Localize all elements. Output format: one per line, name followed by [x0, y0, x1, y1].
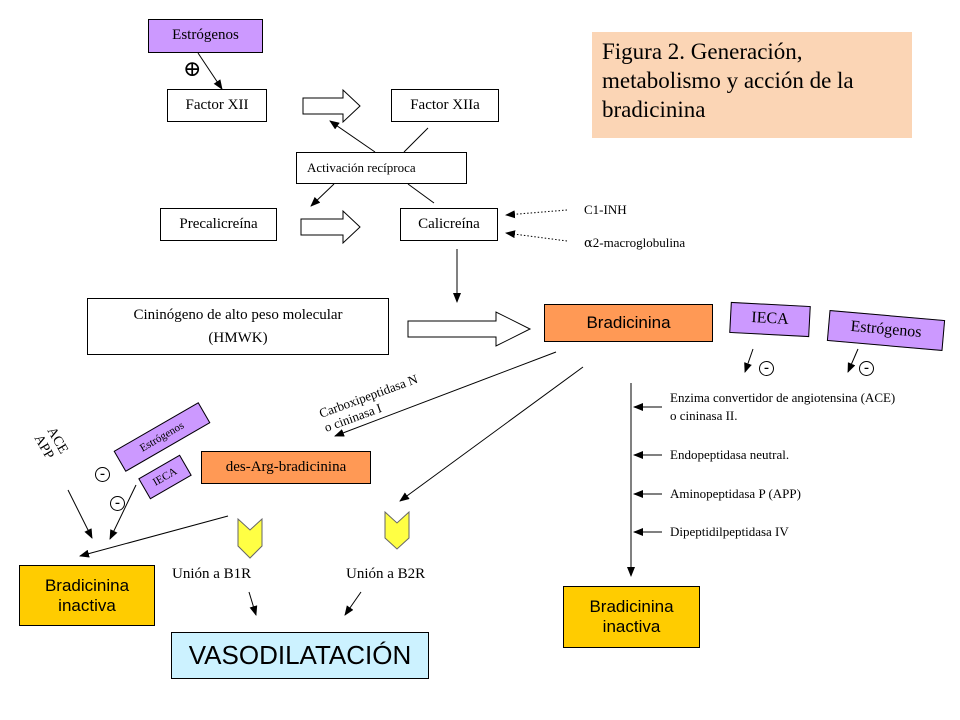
figure-title-box: Figura 2. Generación, metabolismo y acci… — [592, 32, 912, 138]
minus-sign-left-upper: - — [95, 467, 110, 482]
calicreina-box: Calicreína — [400, 208, 498, 241]
arrow-ace-app — [67, 489, 93, 539]
minus-sign-estrogenos: - — [859, 361, 874, 376]
minus-text: - — [764, 360, 769, 376]
precalicreina-box: Precalicreína — [160, 208, 277, 241]
arrow-ieca-estrogenos-inhibit — [109, 484, 137, 540]
bradicinina-box: Bradicinina — [544, 304, 713, 342]
bradicinina-label: Bradicinina — [586, 313, 671, 333]
block-arrow-hmwk-to-bradicinina — [407, 311, 532, 347]
activacion-reciproca-label: Activación recíproca — [307, 159, 416, 175]
enzyme-ace-line2: o cininasa II. — [670, 408, 738, 424]
dotted-arrow-alpha2 — [505, 230, 568, 242]
ieca-right-box: IECA — [729, 301, 811, 338]
dotted-arrow-c1inh — [505, 209, 568, 219]
estrogenos-top-label: Estrógenos — [172, 27, 239, 44]
c1-inh-label: C1-INH — [584, 202, 627, 217]
precalicreina-label: Precalicreína — [179, 215, 258, 232]
minus-text: - — [115, 495, 120, 511]
arrow-to-bradicinina-inactiva-left — [79, 515, 229, 558]
minus-text: - — [100, 466, 105, 482]
enzyme-ace-label: Enzima convertidor de angiotensina (ACE)… — [670, 389, 895, 425]
bradicinina-inactiva-left-line2: inactiva — [58, 595, 116, 615]
plus-sign: ⊕ — [183, 56, 202, 81]
block-arrow-xii-to-xiia — [302, 88, 361, 124]
figure-title: Figura 2. Generación, metabolismo y acci… — [602, 39, 854, 123]
hmwk-box: Cininógeno de alto peso molecular (HMWK) — [87, 298, 389, 355]
enzyme-aminopeptidasa-label: Aminopeptidasa P (APP) — [670, 486, 801, 501]
enzyme-dipeptidilpeptidasa-label: Dipeptidilpeptidasa IV — [670, 524, 789, 539]
estrogenos-right-label: Estrógenos — [849, 318, 923, 342]
arrow-activation-to-precalicreina — [310, 183, 335, 207]
vasodilatacion-box: VASODILATACIÓN — [171, 632, 429, 679]
bradicinina-inactiva-right-box: Bradicinina inactiva — [563, 586, 700, 648]
arrow-estrogenos-inhibit — [847, 348, 859, 373]
alpha2-macroglobulina-label: α2-macroglobulina — [584, 235, 685, 251]
enzyme-ace-line1: Enzima convertidor de angiotensina (ACE) — [670, 390, 896, 405]
arrow-activation-to-factor-xii — [329, 120, 376, 153]
factor-xiia-box: Factor XIIa — [391, 89, 499, 122]
chevron-b1r — [237, 517, 263, 559]
union-b1r-label: Unión a B1R — [172, 566, 252, 582]
factor-xii-box: Factor XII — [167, 89, 267, 122]
bradicinina-inactiva-left-line1: Bradicinina — [44, 575, 130, 595]
minus-sign-left-lower: - — [110, 496, 125, 511]
bradicinina-inactiva-right-line1: Bradicinina — [589, 597, 674, 617]
bradicinina-inactiva-left-box: Bradicinina inactiva — [19, 565, 155, 626]
minus-sign-ieca: - — [759, 361, 774, 376]
line-activation-to-calicreina — [407, 183, 435, 204]
factor-xiia-label: Factor XIIa — [410, 96, 480, 113]
arrow-b2r-to-vasodilatacion — [344, 591, 362, 616]
factor-xii-label: Factor XII — [185, 96, 249, 113]
vasodilatacion-label: VASODILATACIÓN — [188, 639, 412, 670]
hmwk-label-line1: Cininógeno de alto peso molecular — [133, 307, 343, 323]
activacion-reciproca-box: Activación recíproca — [296, 152, 467, 184]
des-arg-bradicinina-label: des-Arg-bradicinina — [225, 458, 347, 475]
arrow-b1r-to-vasodilatacion — [248, 591, 258, 616]
arrow-ieca-inhibit — [744, 348, 754, 373]
arrow-bradicinina-to-b2r — [399, 366, 584, 502]
minus-text: - — [864, 360, 869, 376]
alpha2-text: 2-macroglobulina — [592, 235, 686, 250]
union-b2r-label: Unión a B2R — [346, 566, 426, 582]
hmwk-label-line2: (HMWK) — [208, 329, 268, 346]
enzyme-endopeptidasa-label: Endopeptidasa neutral. — [670, 447, 790, 462]
estrogenos-top-box: Estrógenos — [148, 19, 263, 53]
arrow-estrogenos-to-factor-xii — [197, 52, 223, 90]
calicreina-label: Calicreína — [418, 215, 480, 232]
chevron-b2r — [384, 510, 410, 550]
bradicinina-inactiva-right-line2: inactiva — [602, 617, 661, 636]
block-arrow-precalicreina-to-calicreina — [300, 209, 361, 245]
ieca-right-label: IECA — [750, 309, 790, 329]
alpha-symbol: α — [584, 236, 593, 251]
arrow-bradicinina-to-des-arg — [334, 351, 557, 437]
line-factor-xiia-to-activation — [403, 127, 429, 153]
des-arg-bradicinina-box: des-Arg-bradicinina — [201, 451, 371, 484]
